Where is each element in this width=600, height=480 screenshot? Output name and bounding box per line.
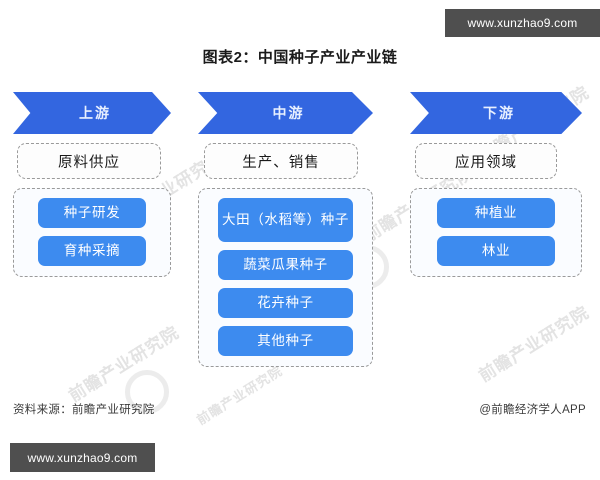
list-item[interactable]: 大田（水稻等）种子 bbox=[218, 198, 353, 242]
list-item[interactable]: 种植业 bbox=[437, 198, 555, 228]
items-box-downstream: 种植业 林业 bbox=[410, 188, 582, 277]
list-item[interactable]: 其他种子 bbox=[218, 326, 353, 356]
list-item[interactable]: 林业 bbox=[437, 236, 555, 266]
app-attribution: @前瞻经济学人APP bbox=[479, 404, 586, 416]
watermark-url-badge-top: www.xunzhao9.com bbox=[445, 9, 600, 37]
list-item[interactable]: 花卉种子 bbox=[218, 288, 353, 318]
watermark-diagonal: 前瞻产业研究院 bbox=[475, 302, 593, 386]
list-item[interactable]: 育种采摘 bbox=[38, 236, 146, 266]
stage-label-midstream: 生产、销售 bbox=[204, 143, 358, 179]
stage-arrow-downstream: 下游 bbox=[410, 92, 582, 134]
items-box-midstream: 大田（水稻等）种子 蔬菜瓜果种子 花卉种子 其他种子 bbox=[198, 188, 373, 367]
stage-label-upstream: 原料供应 bbox=[17, 143, 161, 179]
stage-arrow-midstream: 中游 bbox=[198, 92, 373, 134]
column-midstream: 中游 生产、销售 大田（水稻等）种子 蔬菜瓜果种子 花卉种子 其他种子 bbox=[198, 92, 373, 367]
source-note: 资料来源：前瞻产业研究院 bbox=[13, 404, 155, 416]
page-title: 图表2：中国种子产业产业链 bbox=[202, 49, 398, 66]
watermark-url-badge-bottom: www.xunzhao9.com bbox=[10, 443, 155, 472]
column-upstream: 上游 原料供应 种子研发 育种采摘 bbox=[13, 92, 171, 277]
list-item[interactable]: 种子研发 bbox=[38, 198, 146, 228]
watermark-diagonal: 前瞻产业研究院 bbox=[65, 322, 183, 406]
watermark-diagonal: 前瞻产业研究院 bbox=[194, 363, 286, 428]
column-downstream: 下游 应用领域 种植业 林业 bbox=[410, 92, 582, 277]
stage-arrow-upstream: 上游 bbox=[13, 92, 171, 134]
list-item[interactable]: 蔬菜瓜果种子 bbox=[218, 250, 353, 280]
stage-label-downstream: 应用领域 bbox=[415, 143, 557, 179]
items-box-upstream: 种子研发 育种采摘 bbox=[13, 188, 171, 277]
